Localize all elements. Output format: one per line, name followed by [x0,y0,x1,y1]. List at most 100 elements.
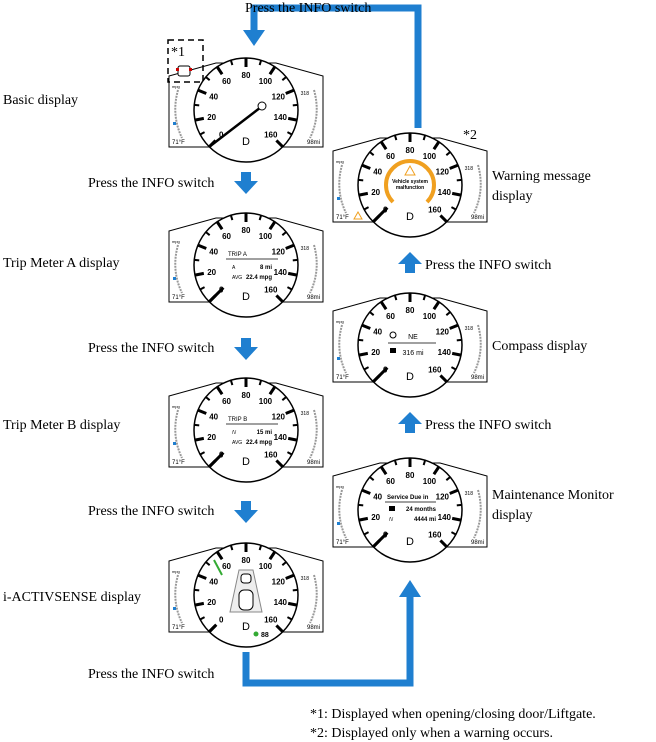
tick-label-60: 60 [386,152,395,161]
tick-mark [281,76,287,81]
tick-mark [369,476,375,481]
fuel-range-value: 316 mi [402,350,423,357]
tick-label-0: 0 [383,366,388,375]
tick-label-120: 120 [436,168,450,177]
outside-temp: 71°F [172,625,185,631]
tick-mark [215,65,224,76]
tick-label-0: 0 [219,451,224,460]
arrow-down-head-1 [234,181,258,194]
tick-mark [358,191,369,197]
tick-mark [199,451,206,456]
tick-mark [445,476,451,481]
distance-icon: /\/ [389,517,394,523]
tick-mark [363,206,370,211]
tick-mark [205,561,211,566]
info-header: TRIP B [228,417,247,423]
tick-mark [281,396,287,401]
tick-label-80: 80 [406,471,415,480]
warning-triangle-icon [404,164,416,176]
tick-label-140: 140 [274,268,288,277]
tick-mark [393,134,398,141]
tick-label-160: 160 [428,366,442,375]
footnote-2: *2: Displayed only when a warning occurs… [310,726,553,741]
compass-heading: NE [408,334,418,341]
tick-label-40: 40 [373,493,382,502]
label-maintenance-1: Maintenance Monitor [492,488,614,503]
tick-mark [194,436,205,442]
tick-label-20: 20 [371,188,380,197]
mpg-unit: mpg [172,239,180,244]
tick-mark [281,561,287,566]
tick-mark [379,300,388,311]
label-warning-2: display [492,189,532,204]
fuel-range: 318 [301,91,310,97]
tick-mark [361,488,371,495]
tick-mark [258,59,263,66]
arrow-up-1 [405,263,415,273]
fuel-range: 318 [301,576,310,582]
tick-label-100: 100 [423,152,437,161]
fuel-economy-marker [173,122,176,125]
tick-mark [229,59,234,66]
tick-label-0: 0 [219,286,224,295]
tick-mark [432,140,441,151]
odometer: 98mi [471,540,484,546]
tick-label-20: 20 [207,598,216,607]
tick-mark [372,539,381,548]
tick-label-120: 120 [272,413,286,422]
switch-label-1: Press the INFO switch [88,176,214,191]
tick-mark [275,459,284,468]
outside-temp: 71°F [336,375,349,381]
arrow-down-head-3 [234,510,258,523]
tick-label-100: 100 [259,77,273,86]
tick-mark [268,220,277,231]
gear-indicator: D [406,536,414,548]
switch-label-6: Press the INFO switch [425,418,551,433]
tick-label-20: 20 [371,513,380,522]
tick-label-160: 160 [428,531,442,540]
tick-mark [258,544,263,551]
switch-label-5: Press the INFO switch [425,258,551,273]
tick-label-160: 160 [264,451,278,460]
tick-mark [363,531,370,536]
tick-mark [268,550,277,561]
tick-mark [422,134,427,141]
tick-mark [358,516,369,522]
fuel-range: 318 [465,491,474,497]
note1-mark: *1 [171,45,185,60]
tick-mark [439,374,448,383]
tick-mark [287,116,298,122]
tick-mark [372,374,381,383]
tick-label-140: 140 [438,188,452,197]
tick-mark [194,271,205,277]
mpg-unit: mpg [336,159,344,164]
fuel-economy-bar [338,489,347,539]
tick-mark [215,550,224,561]
tick-mark [275,624,284,633]
info-line-value: 22.4 mpg [246,440,272,446]
label-maintenance-2: display [492,508,532,523]
fuel-range: 318 [301,246,310,252]
tick-mark [439,214,448,223]
tick-mark [286,451,293,456]
tick-mark [445,151,451,156]
tick-label-160: 160 [264,286,278,295]
fuel-economy-marker [337,197,340,200]
tick-label-100: 100 [423,312,437,321]
tick-mark [229,379,234,386]
maintenance-header: Service Due in [387,495,429,501]
tick-label-20: 20 [207,113,216,122]
tick-mark [449,163,459,170]
own-vehicle-icon [238,589,254,611]
tick-label-80: 80 [406,146,415,155]
arrow-down-top [243,30,265,46]
tick-mark [363,366,370,371]
fuel-economy-marker [173,277,176,280]
arrow-down-1 [241,172,251,182]
arrow-up-head-1 [398,252,422,264]
fuel-economy-bar [338,324,347,374]
outside-temp: 71°F [172,460,185,466]
master-warning-icon [353,210,363,220]
gear-indicator: D [242,456,250,468]
tick-label-40: 40 [209,248,218,257]
